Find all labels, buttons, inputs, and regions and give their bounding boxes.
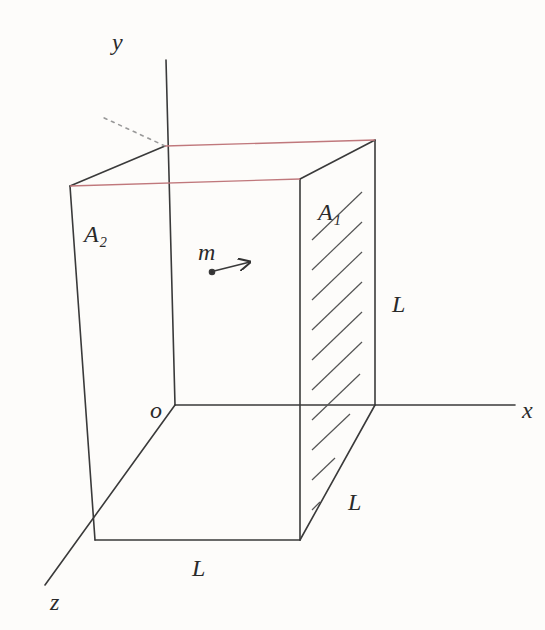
cube-edge [70,179,300,186]
face-label: A₂ [84,222,107,246]
dimension-label: L [392,292,405,316]
face-hatching [312,192,362,510]
cube-edge [374,140,376,405]
y-axis [166,60,175,405]
axis-label: y [112,30,123,54]
dimension-label: L [192,556,205,580]
velocity-arrow [214,262,250,271]
cube-edge [300,405,375,540]
dimension-label: L [348,490,361,514]
guide-line [100,116,165,146]
x-axis [175,404,515,406]
axis-label: x [522,398,533,422]
axis-label: z [50,590,59,614]
face-label: A₁ [318,200,341,224]
z-axis [45,405,175,585]
cube-edge [165,140,375,146]
mass-label: m [198,240,215,264]
origin-label: o [150,398,162,422]
cube-edge [300,140,375,179]
cube-edge [70,146,165,186]
cube-edge [299,179,301,540]
cube-edge [95,539,300,541]
